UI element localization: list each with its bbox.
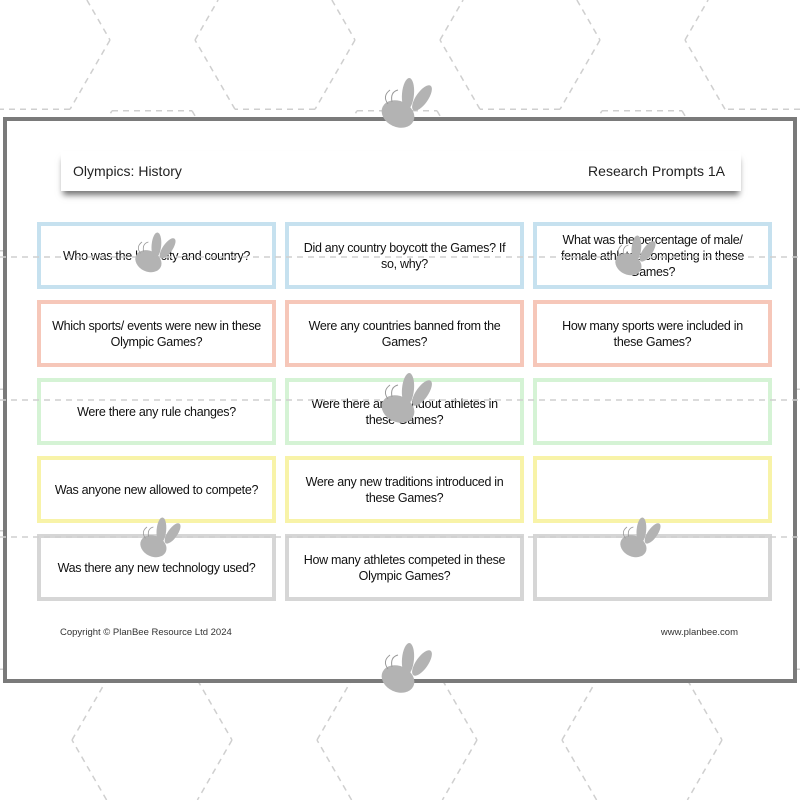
website-link: www.planbee.com: [660, 627, 738, 638]
hexagon-edge: [71, 739, 108, 800]
worksheet-title: Olympics: History: [73, 163, 182, 179]
prompt-card: Which sports/ events were new in these O…: [37, 300, 276, 367]
hexagon-edge: [561, 739, 598, 800]
prompt-card: [533, 534, 772, 601]
prompt-card: Were there any rule changes?: [37, 378, 276, 445]
hexagon-edge: [576, 0, 601, 41]
hexagon-edge: [314, 39, 356, 110]
hexagon-edge: [441, 739, 478, 800]
prompt-card: Were any countries banned from the Games…: [285, 300, 524, 367]
hexagon-edge: [331, 0, 356, 41]
copyright-text: Copyright © PlanBee Resource Ltd 2024: [60, 627, 232, 638]
prompt-card: How many athletes competed in these Olym…: [285, 534, 524, 601]
hexagon-edge: [316, 739, 353, 800]
hexagon-edge: [194, 39, 236, 110]
hexagon-edge: [559, 39, 601, 110]
prompt-card: [533, 456, 772, 523]
prompt-card-grid: Who was the host city and country?Did an…: [37, 222, 772, 601]
prompt-card: Did any country boycott the Games? If so…: [285, 222, 524, 289]
hexagon-edge: [686, 739, 723, 800]
hexagon-edge: [194, 0, 219, 41]
worksheet-subtitle: Research Prompts 1A: [588, 163, 725, 179]
hexagon-edge: [69, 39, 111, 110]
prompt-card: Were there any standout athletes in thes…: [285, 378, 524, 445]
hexagon-edge: [439, 0, 464, 41]
hexagon-edge: [684, 0, 709, 41]
hexagon-edge: [684, 39, 726, 110]
prompt-card: What was the percentage of male/ female …: [533, 222, 772, 289]
hexagon-edge: [439, 39, 481, 110]
hexagon-edge: [196, 739, 233, 800]
worksheet-header: Olympics: History Research Prompts 1A: [61, 151, 741, 191]
prompt-card: Was anyone new allowed to compete?: [37, 456, 276, 523]
worksheet-page: Olympics: History Research Prompts 1A Wh…: [3, 117, 797, 683]
prompt-card: Were any new traditions introduced in th…: [285, 456, 524, 523]
prompt-card: [533, 378, 772, 445]
prompt-card: Was there any new technology used?: [37, 534, 276, 601]
prompt-card: How many sports were included in these G…: [533, 300, 772, 367]
hexagon-edge: [86, 0, 111, 41]
prompt-card: Who was the host city and country?: [37, 222, 276, 289]
